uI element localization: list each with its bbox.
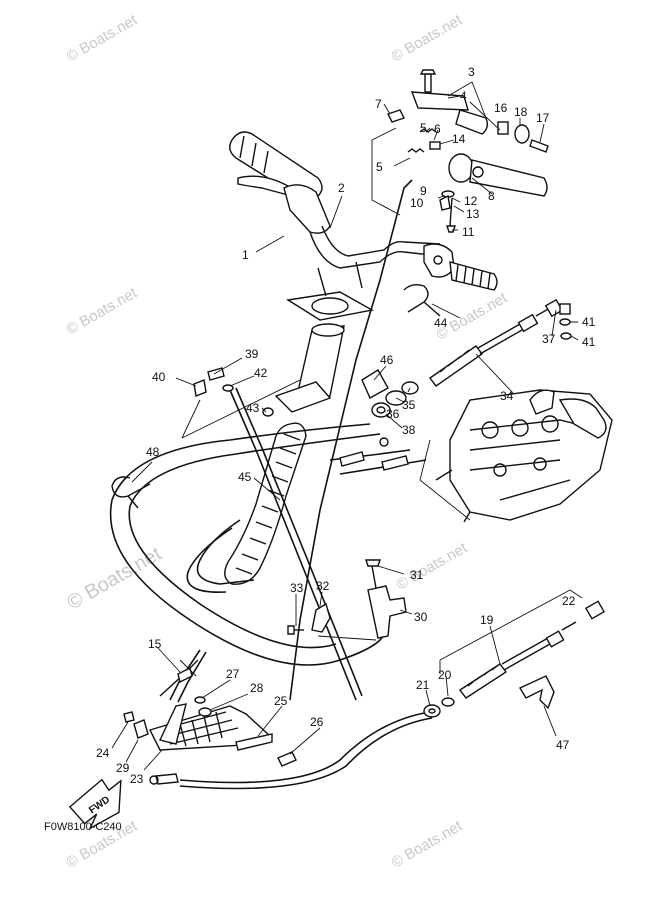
- callout-39: 39: [245, 347, 259, 361]
- callout-17: 17: [536, 111, 550, 125]
- callout-46: 46: [380, 353, 394, 367]
- watermark-center-right: © Boats.net: [394, 539, 471, 593]
- engine-block: [419, 389, 613, 523]
- callout-41a: 41: [582, 315, 596, 329]
- callout-12: 12: [464, 194, 478, 208]
- callout-48: 48: [146, 445, 160, 459]
- callout-36: 36: [386, 407, 400, 421]
- lever-bracket-23: [123, 659, 273, 751]
- callout-33: 33: [290, 581, 304, 595]
- callout-8: 8: [488, 189, 495, 203]
- callout-42: 42: [254, 366, 268, 380]
- callout-24: 24: [96, 746, 110, 760]
- callout-23: 23: [130, 772, 144, 786]
- watermark-center-left: © Boats.net: [64, 543, 166, 615]
- callout-41b: 41: [582, 335, 596, 349]
- handlebar-assembly: [229, 131, 498, 413]
- callout-14: 14: [452, 132, 466, 146]
- hose-45: [224, 422, 307, 585]
- watermark-bottom-right: © Boats.net: [389, 817, 466, 871]
- fwd-arrow: FWD: [68, 778, 122, 831]
- callout-30: 30: [414, 610, 428, 624]
- callout-13: 13: [466, 207, 480, 221]
- callouts: 1 2 3 4 5 5 6 7 8 9 10 11 12 13 14 15 16…: [96, 65, 596, 786]
- callout-35: 35: [402, 398, 416, 412]
- watermark-mid-left: © Boats.net: [64, 284, 141, 338]
- callout-47: 47: [556, 738, 570, 752]
- callout-19: 19: [480, 613, 494, 627]
- callout-11: 11: [462, 225, 475, 239]
- callout-5a: 5: [420, 121, 427, 135]
- callout-18: 18: [514, 105, 528, 119]
- callout-10: 10: [410, 196, 424, 210]
- callout-3: 3: [468, 65, 475, 79]
- callout-34: 34: [500, 389, 514, 403]
- callout-26: 26: [310, 715, 324, 729]
- watermark-top-left: © Boats.net: [64, 11, 141, 65]
- watermark-top-right: © Boats.net: [389, 11, 466, 65]
- callout-2: 2: [338, 181, 345, 195]
- cables: [109, 387, 433, 790]
- bracket-30: [287, 559, 407, 641]
- callout-31: 31: [410, 568, 424, 582]
- cable-tie-48: [111, 476, 151, 509]
- callout-27: 27: [226, 667, 240, 681]
- callout-9: 9: [420, 184, 427, 198]
- cable-tie-44: [403, 283, 441, 317]
- throttle-cable-34: [429, 298, 572, 387]
- callout-43: 43: [246, 401, 260, 415]
- callout-44: 44: [434, 316, 448, 330]
- callout-32: 32: [316, 579, 330, 593]
- drawing-code: F0W8100-C240: [44, 821, 122, 833]
- callout-38: 38: [402, 423, 416, 437]
- callout-4: 4: [460, 89, 467, 103]
- throttle-assembly: [289, 69, 549, 701]
- callout-37: 37: [542, 332, 556, 346]
- callout-6: 6: [434, 122, 441, 136]
- callout-22: 22: [562, 594, 576, 608]
- callout-45: 45: [238, 470, 252, 484]
- leader-lines: [111, 81, 583, 771]
- callout-20: 20: [438, 668, 452, 682]
- callout-29: 29: [116, 761, 130, 775]
- callout-1: 1: [242, 248, 249, 262]
- callout-25: 25: [274, 694, 288, 708]
- callout-16: 16: [494, 101, 508, 115]
- callout-40: 40: [152, 370, 166, 384]
- reverse-cable-19: [423, 600, 606, 718]
- washers-group: [361, 369, 419, 418]
- callout-15: 15: [148, 637, 162, 651]
- callout-21: 21: [416, 678, 430, 692]
- callout-7: 7: [375, 97, 382, 111]
- callout-5b: 5: [376, 160, 383, 174]
- callout-28: 28: [250, 681, 264, 695]
